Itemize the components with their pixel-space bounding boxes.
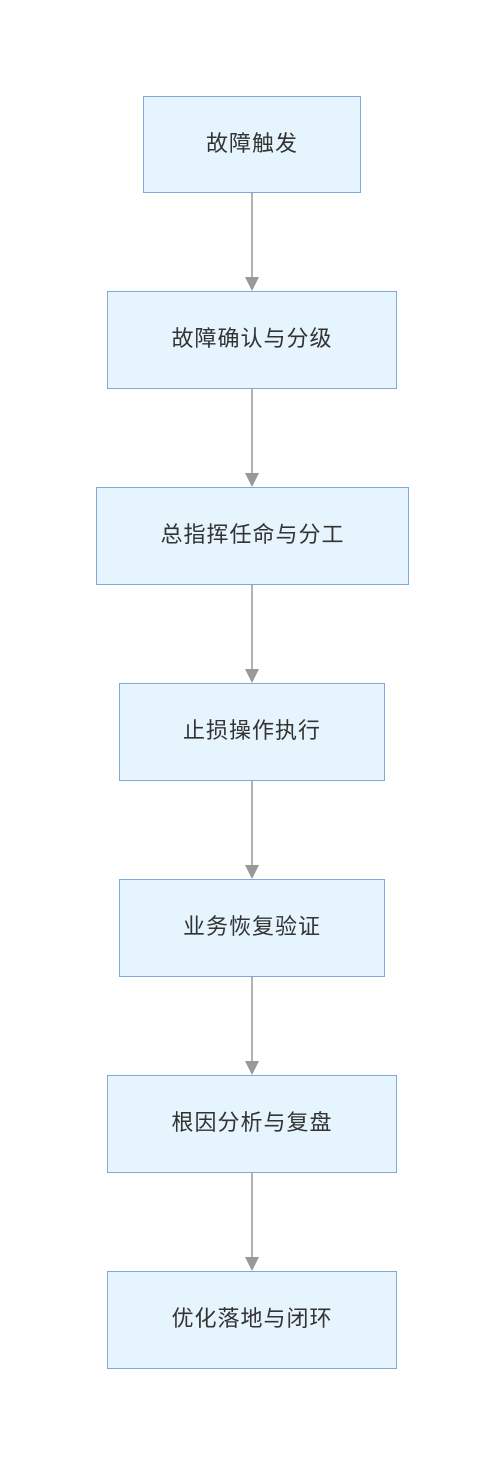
arrow-down-icon: [245, 473, 259, 487]
step-mitigation-execution: 止损操作执行: [119, 683, 385, 781]
connector-6: [245, 1173, 259, 1271]
step-root-cause-review: 根因分析与复盘: [107, 1075, 397, 1173]
connector-1: [245, 193, 259, 291]
arrow-down-icon: [245, 1257, 259, 1271]
step-service-recovery-verify: 业务恢复验证: [119, 879, 385, 977]
step-commander-assignment: 总指挥任命与分工: [96, 487, 409, 585]
connector-5: [245, 977, 259, 1075]
connector-2: [245, 389, 259, 487]
connector-4: [245, 781, 259, 879]
step-fault-confirm-grade: 故障确认与分级: [107, 291, 397, 389]
arrow-down-icon: [245, 865, 259, 879]
arrow-down-icon: [245, 277, 259, 291]
connector-3: [245, 585, 259, 683]
step-optimization-closure: 优化落地与闭环: [107, 1271, 397, 1369]
step-fault-trigger: 故障触发: [143, 96, 361, 193]
arrow-down-icon: [245, 1061, 259, 1075]
arrow-down-icon: [245, 669, 259, 683]
